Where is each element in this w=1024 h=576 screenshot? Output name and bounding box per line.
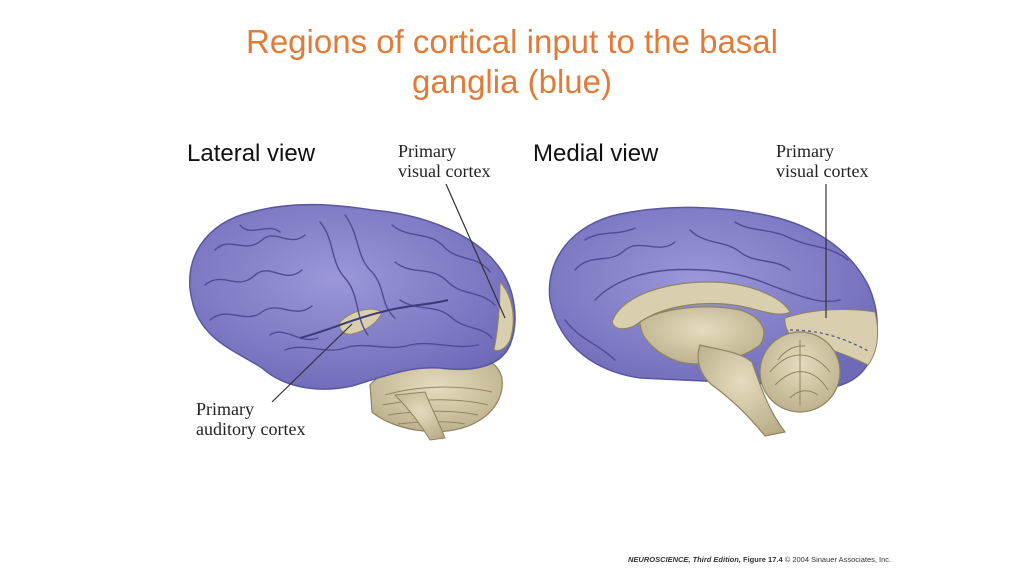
medial-cerebellum-arbor-vitae [769, 340, 831, 405]
auditory-leader-line [271, 323, 353, 403]
medial-brain [548, 184, 879, 437]
medial-gyri [564, 221, 849, 361]
figure-credit: NEUROSCIENCE, Third Edition, Figure 17.4… [628, 555, 891, 564]
lateral-cerebrum [188, 203, 516, 390]
medial-primary-visual-cortex-label: Primary visual cortex [776, 141, 869, 181]
medial-view-label: Medial view [533, 140, 659, 167]
medial-diencephalon [639, 306, 765, 365]
calcarine-sulcus [789, 329, 871, 353]
lateral-brainstem [393, 391, 446, 441]
lateral-visual-leader-line [445, 183, 506, 319]
slide-title: Regions of cortical input to the basal g… [246, 23, 778, 100]
primary-auditory-cortex-label: Primary auditory cortex [196, 399, 306, 439]
lateral-cerebellum-folia [381, 386, 493, 425]
credit-figure: Figure 17.4 [743, 555, 783, 564]
credit-book: NEUROSCIENCE, Third Edition, [628, 555, 741, 564]
lateral-brain [188, 183, 516, 441]
lateral-sylvian-fissure [299, 299, 449, 339]
medial-brainstem [697, 344, 787, 437]
credit-copyright: © 2004 Sinauer Associates, Inc. [784, 555, 892, 564]
lateral-primary-visual-cortex-label: Primary visual cortex [398, 141, 491, 181]
lateral-view-label: Lateral view [187, 140, 316, 167]
